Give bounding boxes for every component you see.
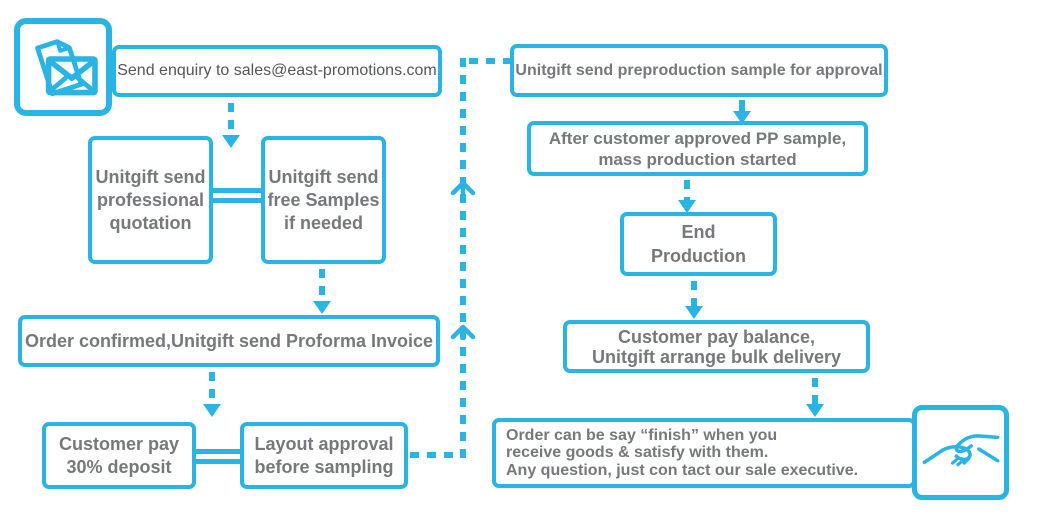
connector-deposit-layout-line — [196, 459, 240, 464]
order-confirmed-label: Order confirmed,Unitgift send Proforma I… — [24, 330, 434, 351]
layout-approval-label: Layout approval before sampling — [254, 433, 394, 477]
arrow-endprod-down-head — [685, 306, 703, 319]
flow-box-finish: Order can be say “finish” when you recei… — [492, 418, 916, 488]
flow-box-preproduction: Unitgift send preproduction sample for a… — [510, 44, 888, 97]
handshake-icon — [922, 433, 999, 466]
finish-label: Order can be say “finish” when you recei… — [506, 426, 859, 479]
arrow-balance-down-stem — [812, 378, 818, 404]
arrow-ppsample-down-head — [678, 200, 696, 213]
quotation-label: Unitgift send professional quotation — [95, 166, 206, 233]
feedback-path-vertical — [460, 58, 466, 458]
preproduction-label: Unitgift send preproduction sample for a… — [515, 61, 883, 79]
flow-box-free-samples: Unitgift send free Samples if needed — [261, 136, 386, 264]
enquiry-icon-box — [14, 18, 112, 116]
arrow-head-up-icon — [450, 324, 476, 340]
end-production-label: End Production — [651, 222, 746, 266]
arrow-samples-down-stem — [319, 269, 325, 301]
send-enquiry-label: Send enquiry to sales@east-promotions.co… — [117, 62, 437, 79]
finish-icon-box — [912, 405, 1009, 500]
arrow-samples-down-head — [313, 301, 331, 314]
flow-box-pay-balance: Customer pay balance, Unitgift arrange b… — [563, 320, 870, 373]
pay-balance-label: Customer pay balance, Unitgift arrange b… — [591, 326, 842, 367]
flow-box-end-production: End Production — [620, 212, 777, 276]
pp-approved-label: After customer approved PP sample, mass … — [548, 128, 847, 169]
envelope-icon — [35, 39, 98, 97]
connector-deposit-layout-line — [196, 449, 240, 454]
connector-quote-samples-line — [213, 188, 261, 193]
arrow-enquiry-down-stem — [228, 103, 234, 135]
feedback-path-top — [469, 58, 513, 64]
flow-box-deposit: Customer pay 30% deposit — [42, 422, 196, 489]
arrow-endprod-down-stem — [691, 281, 697, 306]
arrow-balance-down-head — [806, 404, 824, 417]
flow-box-layout-approval: Layout approval before sampling — [240, 422, 408, 489]
flow-box-send-enquiry: Send enquiry to sales@east-promotions.co… — [112, 45, 442, 97]
flow-box-pp-approved: After customer approved PP sample, mass … — [527, 121, 868, 176]
arrow-ppsample-down-stem — [684, 180, 690, 200]
arrow-order-down-head — [203, 404, 221, 417]
flow-box-order-confirmed: Order confirmed,Unitgift send Proforma I… — [18, 315, 440, 367]
arrow-preprod-down-stem — [739, 100, 745, 111]
arrow-head-up-icon — [450, 180, 476, 196]
flow-box-quotation: Unitgift send professional quotation — [88, 136, 213, 264]
deposit-label: Customer pay 30% deposit — [58, 433, 180, 477]
arrow-enquiry-down-head — [222, 135, 240, 148]
arrow-order-down-stem — [209, 372, 215, 404]
arrow-preprod-down-head — [733, 111, 751, 124]
free-samples-label: Unitgift send free Samples if needed — [267, 166, 380, 233]
feedback-path-bottom — [410, 452, 464, 458]
connector-quote-samples-line — [213, 198, 261, 203]
